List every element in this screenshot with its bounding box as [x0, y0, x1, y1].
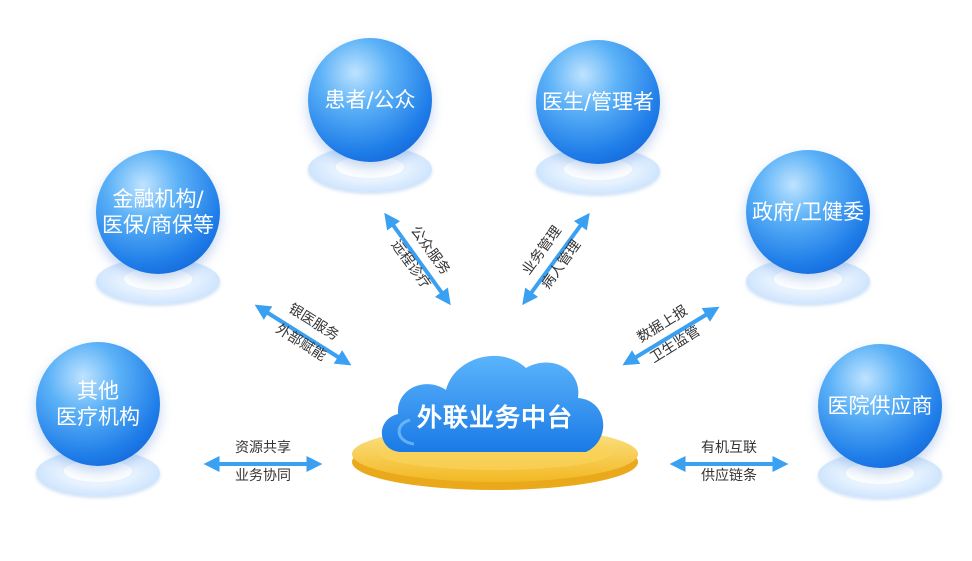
link-top: 有机互联 [701, 440, 757, 456]
node-gov: 政府/卫健委 [738, 150, 878, 310]
link-label-supplier: 有机互联 供应链条 [674, 438, 784, 494]
cloud-platform-graphic [352, 355, 638, 490]
node-patient: 患者/公众 [300, 38, 440, 198]
arrow-patient [384, 212, 451, 306]
pedestal-inner [336, 156, 404, 178]
arrow-finance [254, 304, 352, 366]
node-supplier: 医院供应商 [810, 344, 950, 504]
hub-title: 外联业务中台 [416, 403, 573, 432]
node-label-line1: 医院供应商 [827, 394, 933, 418]
sphere-gov: 政府/卫健委 [746, 150, 870, 274]
node-label-line1: 金融机构/ [112, 187, 204, 211]
link-bottom: 业务协同 [235, 468, 291, 484]
pedestal-inner [564, 158, 632, 180]
node-finance: 金融机构/ 医保/商保等 [88, 148, 228, 308]
node-label-line1: 政府/卫健委 [751, 200, 865, 224]
sphere-other: 其他 医疗机构 [36, 342, 160, 466]
node-other: 其他 医疗机构 [28, 342, 168, 502]
node-doctor: 医生/管理者 [528, 40, 668, 200]
central-hub: 外联业务中台 [350, 340, 640, 490]
link-label-other: 资源共享 业务协同 [208, 438, 318, 494]
node-label-line2: 医保/商保等 [101, 213, 215, 237]
sphere-supplier: 医院供应商 [818, 344, 942, 468]
node-label-line1: 其他 [77, 379, 119, 403]
pedestal-inner [774, 268, 842, 290]
arrow-gov [622, 306, 720, 366]
link-bottom: 供应链条 [701, 468, 757, 484]
pedestal-inner [64, 460, 132, 482]
node-label-line1: 医生/管理者 [541, 90, 655, 114]
pedestal-inner [124, 268, 192, 290]
sphere-finance: 金融机构/ 医保/商保等 [96, 150, 220, 274]
arrow-doctor [522, 212, 590, 306]
sphere-patient: 患者/公众 [308, 38, 432, 162]
node-label-line1: 患者/公众 [324, 88, 416, 112]
pedestal-inner [846, 462, 914, 484]
link-top: 资源共享 [235, 440, 291, 456]
node-label-line2: 医疗机构 [56, 405, 140, 429]
sphere-doctor: 医生/管理者 [536, 40, 660, 164]
